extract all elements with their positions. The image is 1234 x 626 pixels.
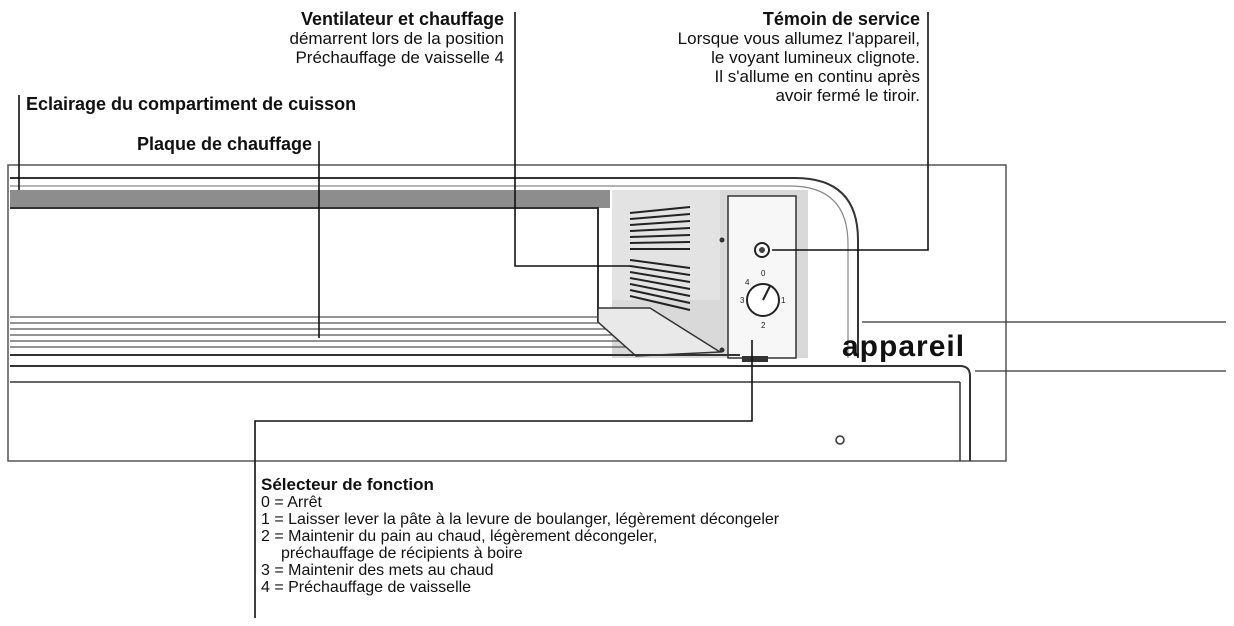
lighting-strip: [10, 190, 610, 208]
callout-temoin-title: Témoin de service: [762, 9, 920, 29]
callout-ventilateur-line-1: démarrent lors de la position: [289, 29, 504, 48]
selecteur-item-3: 3 = Maintenir des mets au chaud: [261, 562, 494, 579]
housing-outline: [7, 164, 1007, 462]
knob-mark-0: 0: [761, 269, 766, 278]
tray-wedge: [597, 307, 723, 357]
callout-temoin-line-2: le voyant lumineux clignote.: [711, 48, 920, 67]
callout-temoin-line-1: Lorsque vous allumez l'appareil,: [677, 29, 920, 48]
knob-mark-1: 1: [781, 296, 786, 305]
callout-ventilateur: Ventilateur et chauffage démarrent lors …: [180, 9, 504, 68]
callout-plaque: Plaque de chauffage: [136, 134, 312, 154]
callout-temoin-line-4: avoir fermé le tiroir.: [775, 86, 920, 105]
heating-plate: [10, 316, 630, 348]
selecteur-item-4: 4 = Préchauffage de vaisselle: [261, 579, 472, 596]
control-panel: [727, 195, 797, 359]
selecteur-legend: Sélecteur de fonction 0 = Arrêt 1 = Lais…: [261, 475, 779, 596]
selecteur-item-0: 0 = Arrêt: [261, 494, 322, 511]
callout-ventilateur-line-2: Préchauffage de vaisselle 4: [295, 48, 504, 67]
selecteur-item-2-cont: préchauffage de récipients à boire: [281, 545, 523, 562]
drawer-latch: [742, 356, 768, 362]
panel-screw-bottom: [719, 347, 725, 353]
selecteur-title: Sélecteur de fonction: [261, 475, 434, 494]
vent-panel: [612, 190, 720, 300]
knob-mark-4: 4: [745, 278, 750, 287]
panel-screw-top: [719, 237, 725, 243]
frame-inner-line: [10, 185, 849, 358]
selecteur-item-2: 2 = Maintenir du pain au chaud, légèreme…: [261, 528, 658, 545]
appareil-label: appareil: [842, 330, 966, 363]
drawer-screw: [835, 435, 845, 445]
vent-grille-lower: [629, 259, 691, 311]
frame-top-line: [10, 177, 859, 358]
knob-mark-2: 2: [761, 321, 766, 330]
leader-lines: [18, 12, 929, 618]
callout-ventilateur-title: Ventilateur et chauffage: [300, 9, 504, 29]
vent-grille-upper: [629, 206, 691, 250]
callout-eclairage: Eclairage du compartiment de cuisson: [26, 94, 357, 114]
callout-temoin-line-3: Il s'allume en continu après: [714, 67, 920, 86]
drawer-front-top: [10, 365, 971, 461]
callout-temoin: Témoin de service Lorsque vous allumez l…: [560, 9, 920, 106]
selecteur-item-1: 1 = Laisser lever la pâte à la levure de…: [261, 511, 780, 528]
compartment-edge: [10, 207, 599, 322]
knob-mark-3: 3: [740, 296, 745, 305]
